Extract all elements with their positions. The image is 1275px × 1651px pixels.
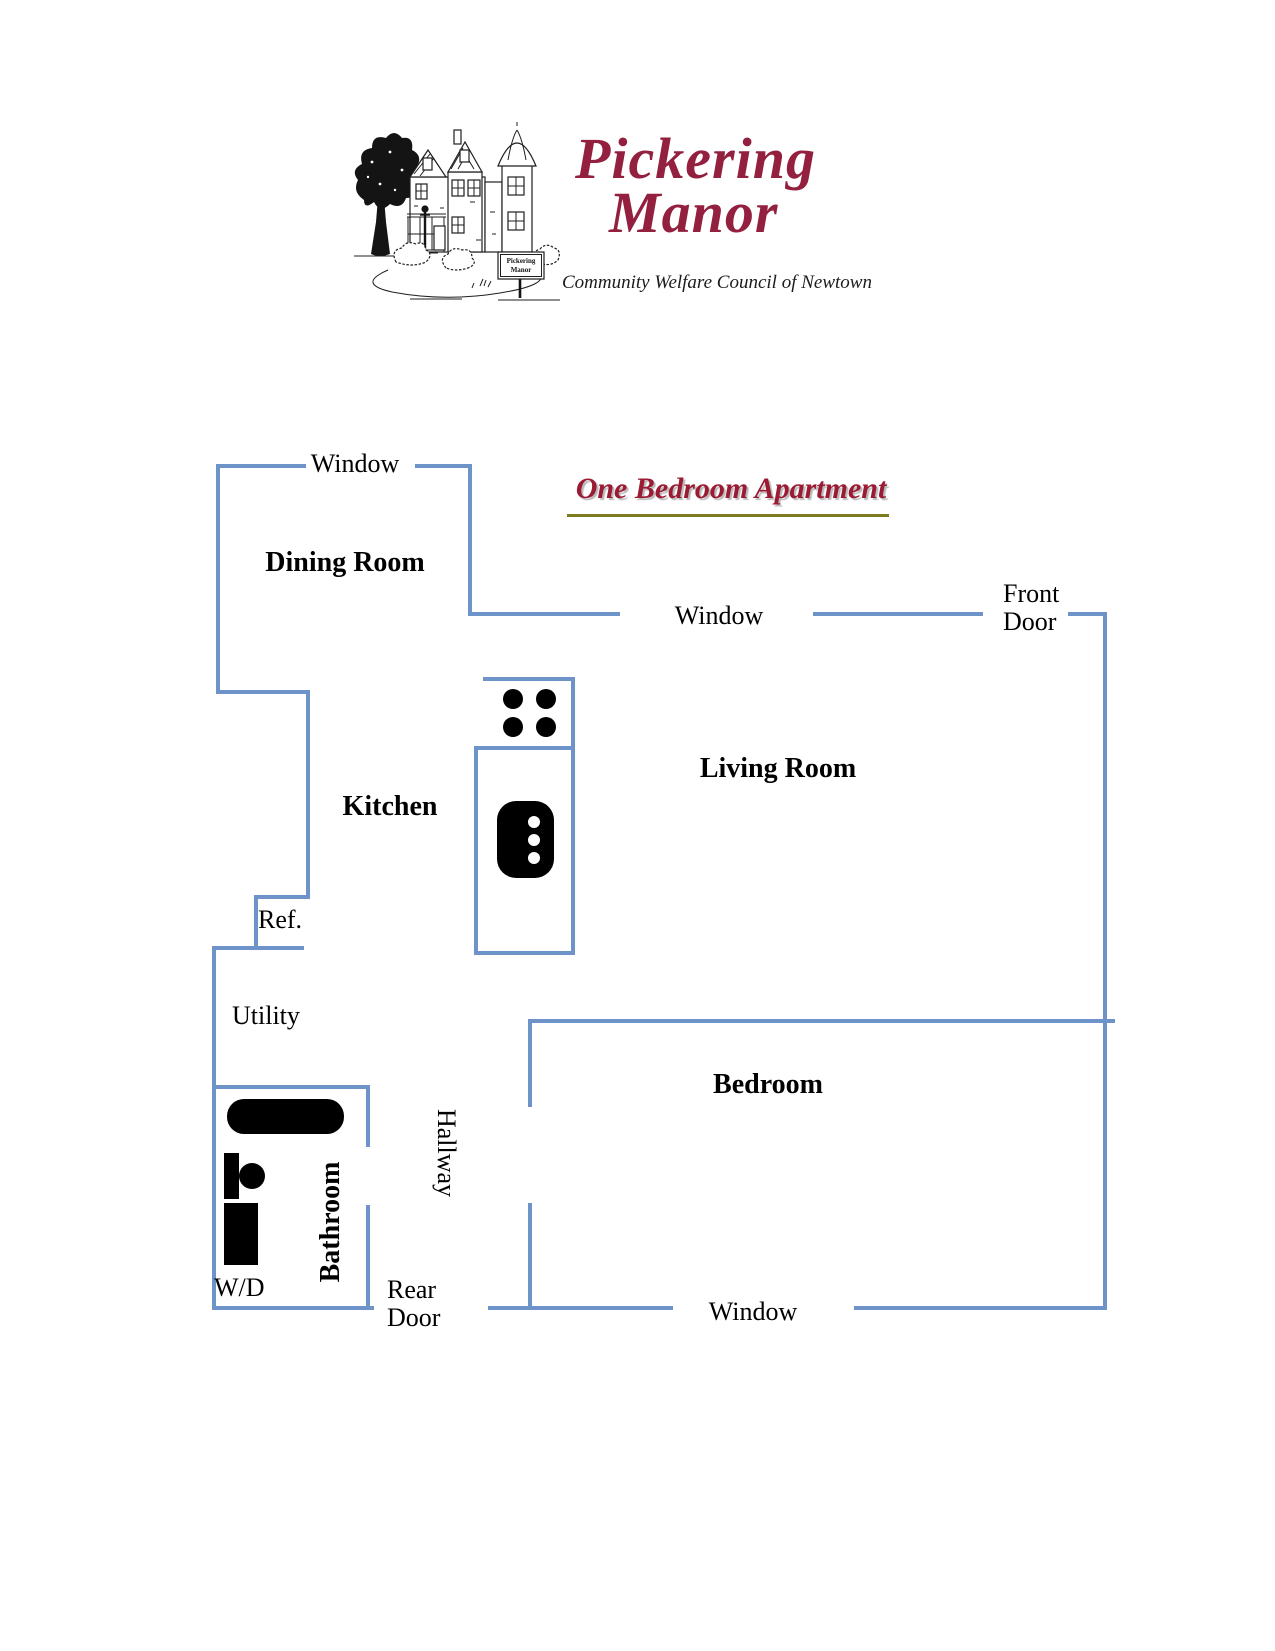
wall-bedroom-top-wall <box>528 1019 1115 1023</box>
wall-kitchen-left-wall <box>306 690 310 899</box>
label-wd: W/D <box>214 1273 265 1302</box>
label-window-top: Window <box>310 449 400 478</box>
wall-living-top-wall-mid <box>813 612 983 616</box>
wall-dining-window-wall-left <box>216 464 306 468</box>
wall-counter-top <box>483 677 575 681</box>
oven-icon <box>497 801 554 878</box>
wall-ref-nook-top <box>254 895 310 899</box>
label-front-door: Front Door <box>1003 579 1060 637</box>
label-living-room: Living Room <box>699 753 857 784</box>
wall-dining-window-wall-right <box>415 464 472 468</box>
washer-dryer-icon <box>224 1203 258 1265</box>
wall-living-top-wall-left <box>468 612 620 616</box>
label-utility: Utility <box>232 1001 300 1030</box>
label-bedroom: Bedroom <box>713 1069 823 1100</box>
stove-burner-icon-3 <box>503 717 523 737</box>
brand-subtitle: Community Welfare Council of Newtown <box>562 272 872 293</box>
manor-house-icon <box>407 122 537 254</box>
label-ref: Ref. <box>258 905 303 934</box>
toilet-tank-icon <box>224 1153 239 1199</box>
wall-left-outer-wall <box>212 946 216 1310</box>
sign-name-line2: Manor <box>511 266 532 274</box>
wall-bottom-wall-left <box>488 1306 673 1310</box>
wall-bedroom-left-wall-upper <box>528 1019 532 1107</box>
manor-sign: Pickering Manor <box>497 251 545 298</box>
wall-dining-living-divider <box>468 464 472 616</box>
wall-utility-top-wall <box>212 946 304 950</box>
plan-title-underline <box>567 514 889 517</box>
wall-kitchen-jog-wall <box>216 690 310 694</box>
wall-counter-right <box>571 677 575 955</box>
label-front-door-line1: Front <box>1003 579 1060 608</box>
oven-dial-dot-3 <box>528 852 540 864</box>
bathtub-icon <box>227 1099 344 1134</box>
label-dining-room: Dining Room <box>265 547 425 578</box>
brand-wordmark: Pickering Manor <box>575 130 995 242</box>
label-hallway: Hallway <box>432 1108 462 1198</box>
plan-title: One Bedroom Apartment <box>575 472 887 505</box>
wall-bathroom-top-wall <box>212 1085 370 1089</box>
wall-dining-left-wall <box>216 464 220 694</box>
label-front-door-line2: Door <box>1003 607 1057 637</box>
stove-burner-icon-2 <box>536 689 556 709</box>
brand-name-line2: Manor <box>609 180 779 245</box>
wall-right-outer-wall <box>1103 612 1107 1310</box>
wall-bottom-wall-right <box>854 1306 1107 1310</box>
oven-dial-dot-2 <box>528 834 540 846</box>
oven-dial-dot-1 <box>528 816 540 828</box>
stove-burner-icon-1 <box>503 689 523 709</box>
wall-bathroom-right-wall-upper <box>366 1085 370 1147</box>
wall-bedroom-left-wall-lower <box>528 1203 532 1310</box>
wall-bathroom-right-wall-lower <box>366 1205 370 1310</box>
sign-name-line1: Pickering <box>507 257 536 265</box>
wall-bathroom-bottom-wall <box>212 1306 374 1310</box>
manor-illustration: Pickering Manor <box>354 122 560 301</box>
label-rear-door: Rear Door <box>387 1275 441 1333</box>
label-window-living: Window <box>674 601 764 630</box>
wall-ref-nook-left <box>254 895 258 950</box>
label-rear-door-line2: Door <box>387 1303 441 1333</box>
wall-living-top-wall-right <box>1068 612 1107 616</box>
toilet-bowl-icon <box>239 1163 265 1189</box>
driveway-icon <box>372 269 560 301</box>
stove-burner-icon-4 <box>536 717 556 737</box>
label-bathroom: Bathroom <box>314 1161 346 1283</box>
label-window-bottom: Window <box>708 1297 798 1326</box>
brand-name-line1: Pickering <box>575 126 816 191</box>
wall-counter-bottom <box>474 951 575 955</box>
label-kitchen: Kitchen <box>342 791 438 822</box>
wall-counter-divider <box>474 746 575 750</box>
wall-counter-left <box>474 746 478 955</box>
label-rear-door-line1: Rear <box>387 1275 437 1304</box>
